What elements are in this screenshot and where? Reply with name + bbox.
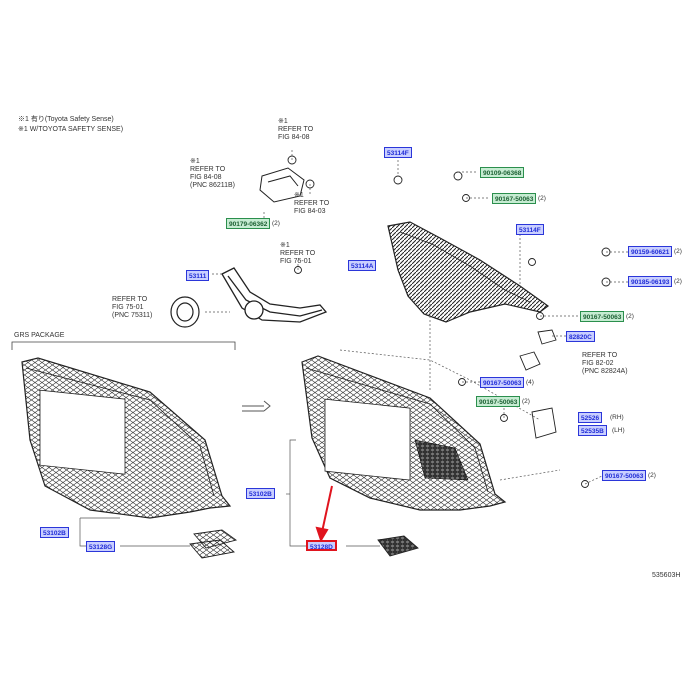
callout-53102b-center[interactable]: 53102B [246,488,275,499]
callout-53114f-right[interactable]: 53114F [516,224,544,235]
emblem [170,296,200,328]
qty-90167-c: (4) [526,379,534,386]
qty-90167-a: (2) [538,195,546,202]
qty-52526: (RH) [610,414,624,421]
transition-arrow [242,400,271,412]
callout-52535b[interactable]: 52535B [578,425,607,436]
callout-brackets [79,439,380,547]
qty-90185: (2) [674,278,682,285]
ref-note-emblem: REFER TO FIG 75-01 (PNC 75311) [112,296,153,319]
callout-90109-06368[interactable]: 90109-06368 [480,167,525,178]
grs-package-bracket [11,341,236,350]
qty-90179: (2) [272,220,280,227]
grille-bracket-assembly [387,221,550,323]
qty-90167-e: (2) [648,472,656,479]
callout-90167-50063-a[interactable]: 90167-50063 [492,193,537,204]
header-note-en: ※1 W/TOYOTA SAFETY SENSE) [18,126,124,133]
qty-90167-d: (2) [522,398,530,405]
callout-90167-50063-b[interactable]: 90167-50063 [580,311,625,322]
callout-53114f-top[interactable]: 53114F [384,147,412,158]
ref-note-center: ※1 REFER TO FIG 75-01 [280,242,316,265]
ref-note-right: ※1 REFER TO FIG 84-03 [294,192,330,215]
highlight-arrow [315,485,333,543]
diagram-id: 535603H [652,572,681,579]
callout-90167-50063-d[interactable]: 90167-50063 [476,396,521,407]
callout-53128g[interactable]: 53128G [86,541,116,552]
ref-note-left: ※1 REFER TO FIG 84-08 (PNC 86211B) [190,158,236,189]
camera-module [259,167,305,203]
callout-53102b-left[interactable]: 53102B [40,527,69,538]
callout-90167-50063-e[interactable]: 90167-50063 [602,470,647,481]
ref-note-top: ※1 REFER TO FIG 84-08 [278,118,314,141]
callout-90159-60621[interactable]: 90159-60621 [628,246,673,257]
callout-82820c[interactable]: 82820C [566,331,595,342]
grs-grille-assembly [21,357,232,519]
callout-53114a[interactable]: 53114A [348,260,377,271]
callout-90167-50063-c[interactable]: 90167-50063 [480,377,525,388]
callout-53128d-highlighted[interactable]: 53128D [306,540,337,551]
qty-90167-b: (2) [626,313,634,320]
ref-note-sensor: REFER TO FIG 82-02 (PNC 82824A) [582,352,628,375]
callout-53111[interactable]: 53111 [186,270,210,281]
callout-90185-06193[interactable]: 90185-06193 [628,276,673,287]
callout-52526[interactable]: 52526 [578,412,603,423]
qty-52535: (LH) [612,427,625,434]
fog-lamp-covers [189,529,419,559]
leader-lines [205,148,628,485]
upper-grille-molding [221,267,328,323]
header-note-jp: ※1 有り(Toyota Safety Sense) [18,116,114,123]
package-label: GRS PACKAGE [14,332,65,339]
lower-grille [301,355,507,511]
qty-90159: (2) [674,248,682,255]
callout-90179-06362[interactable]: 90179-06362 [226,218,271,229]
